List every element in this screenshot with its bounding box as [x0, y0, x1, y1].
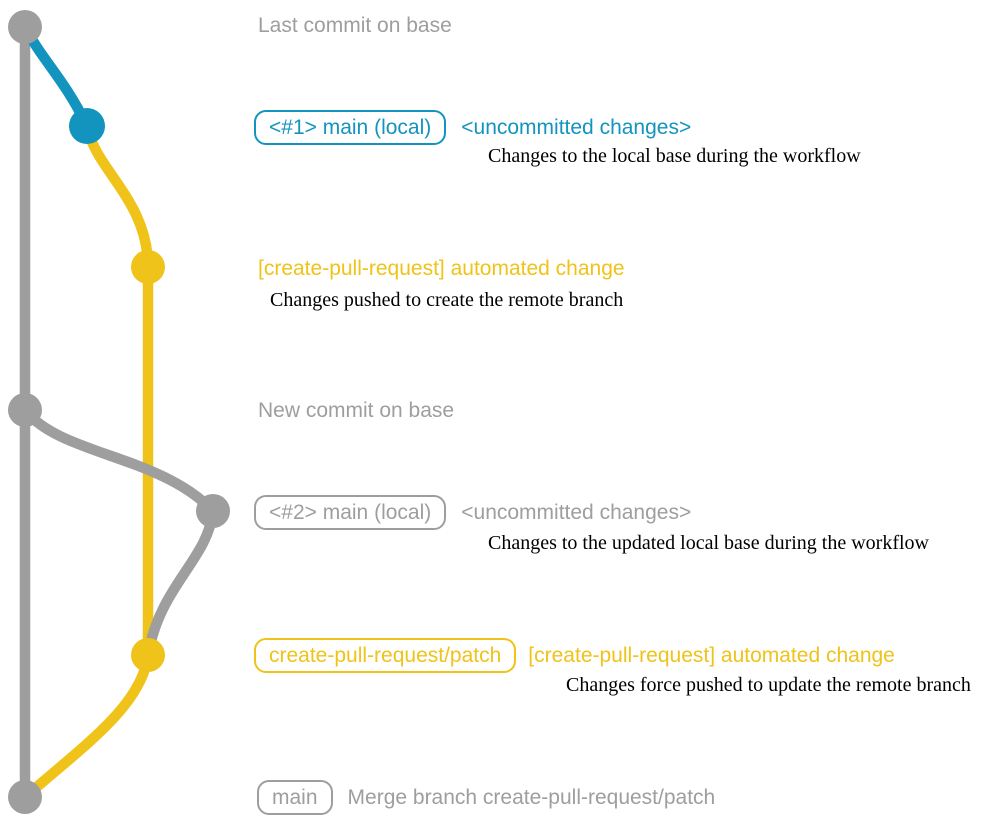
commit-dot-main-local-1	[69, 108, 105, 144]
caption-last-commit-on-base: Last commit on base	[258, 14, 452, 37]
title-uncommitted-changes-2: <uncommitted changes>	[461, 501, 692, 524]
title-automated-change-1: [create-pull-request] automated change	[258, 257, 625, 280]
caption-new-commit-on-base: New commit on base	[258, 399, 455, 422]
desc-automated-change-1: Changes pushed to create the remote bran…	[270, 289, 624, 311]
rebase-edge	[142, 505, 219, 661]
desc-uncommitted-2: Changes to the updated local base during…	[488, 532, 929, 554]
commit-dot-automated-1	[131, 250, 165, 284]
commit-dot-new-base	[8, 393, 42, 427]
branch-label-create-pull-request-patch: create-pull-request/patch	[254, 638, 517, 673]
title-uncommitted-changes-1: <uncommitted changes>	[461, 116, 692, 139]
local-change-edge-2	[19, 404, 219, 517]
row-merge: main Merge branch create-pull-request/pa…	[257, 780, 715, 815]
desc-uncommitted-1: Changes to the local base during the wor…	[488, 145, 861, 167]
merge-commit-message: Merge branch create-pull-request/patch	[347, 786, 716, 809]
branch-label-main: main	[257, 780, 333, 815]
commit-dot-main-local-2	[196, 494, 230, 528]
branch-label-main-local-1: <#1> main (local)	[254, 110, 447, 145]
desc-automated-change-2: Changes force pushed to update the remot…	[566, 674, 971, 696]
patch-branch-edge	[81, 120, 154, 273]
merge-edge	[19, 649, 154, 803]
branch-label-main-local-2: <#2> main (local)	[254, 495, 447, 530]
commit-dot-automated-2	[131, 638, 165, 672]
title-automated-change-2: [create-pull-request] automated change	[528, 644, 895, 667]
commit-dot-last-base	[8, 10, 42, 44]
row-uncommitted-1: <#1> main (local) <uncommitted changes>	[254, 110, 691, 145]
row-uncommitted-2: <#2> main (local) <uncommitted changes>	[254, 495, 691, 530]
commit-dot-merge	[8, 780, 42, 814]
row-automated-change-2: create-pull-request/patch [create-pull-r…	[254, 638, 895, 673]
